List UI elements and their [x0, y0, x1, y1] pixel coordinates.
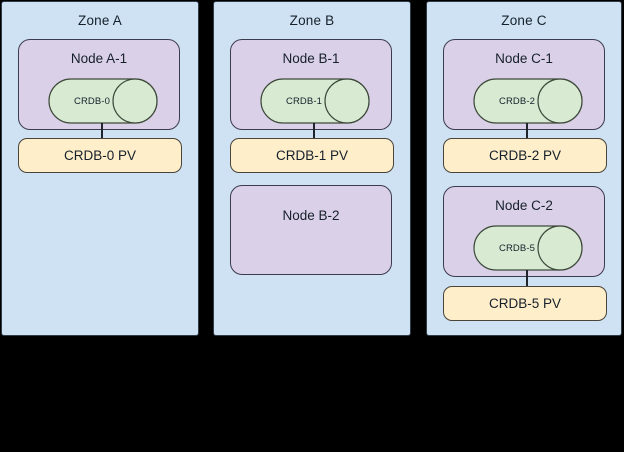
node-container-c-1: Node C-1 CRDB-2 [443, 39, 605, 130]
pv-box-crdb-2: CRDB-2 PV [443, 138, 607, 173]
pv-box-crdb-0: CRDB-0 PV [18, 138, 182, 173]
database-cylinder-icon: CRDB-2 [473, 78, 583, 124]
connector-node-a-1-to-pv [101, 123, 103, 139]
pv-label-crdb-0: CRDB-0 PV [63, 148, 136, 163]
zone-title-a: Zone A [78, 13, 122, 28]
connector-node-c-2-to-pv [526, 270, 528, 286]
node-title-a-1: Node A-1 [70, 51, 128, 66]
database-cylinder-icon: CRDB-0 [48, 78, 158, 124]
database-label-crdb-1: CRDB-1 [286, 95, 322, 107]
node-container-b-1: Node B-1 CRDB-1 [230, 39, 392, 130]
connector-node-b-1-to-pv [313, 123, 315, 139]
zone-container-c: Zone C Node C-1 CRDB-2 CRDB-2 PV Node C-… [426, 1, 622, 336]
database-label-crdb-0: CRDB-0 [74, 95, 110, 107]
database-label-crdb-5: CRDB-5 [499, 242, 535, 254]
pv-label-crdb-2: CRDB-2 PV [488, 148, 561, 163]
zone-container-b: Zone B Node B-1 CRDB-1 CRDB-1 PV Node B-… [213, 1, 411, 336]
node-title-c-1: Node C-1 [495, 51, 553, 66]
database-cylinder-icon: CRDB-1 [260, 78, 370, 124]
node-container-b-2: Node B-2 [230, 185, 392, 275]
node-title-b-2: Node B-2 [282, 208, 340, 223]
node-title-b-1: Node B-1 [282, 51, 340, 66]
pv-label-crdb-1: CRDB-1 PV [275, 148, 348, 163]
pv-box-crdb-5: CRDB-5 PV [443, 286, 607, 321]
node-title-c-2: Node C-2 [495, 198, 553, 213]
node-container-a-1: Node A-1 CRDB-0 [18, 39, 180, 130]
node-container-c-2: Node C-2 CRDB-5 [443, 186, 605, 277]
database-cylinder-icon: CRDB-5 [473, 225, 583, 271]
zone-title-c: Zone C [501, 13, 547, 28]
database-label-crdb-2: CRDB-2 [499, 95, 535, 107]
pv-label-crdb-5: CRDB-5 PV [488, 296, 561, 311]
pv-box-crdb-1: CRDB-1 PV [230, 138, 394, 173]
connector-node-c-1-to-pv [526, 123, 528, 139]
zone-container-a: Zone A Node A-1 CRDB-0 CRDB-0 PV [1, 1, 199, 336]
zone-title-b: Zone B [289, 13, 335, 28]
